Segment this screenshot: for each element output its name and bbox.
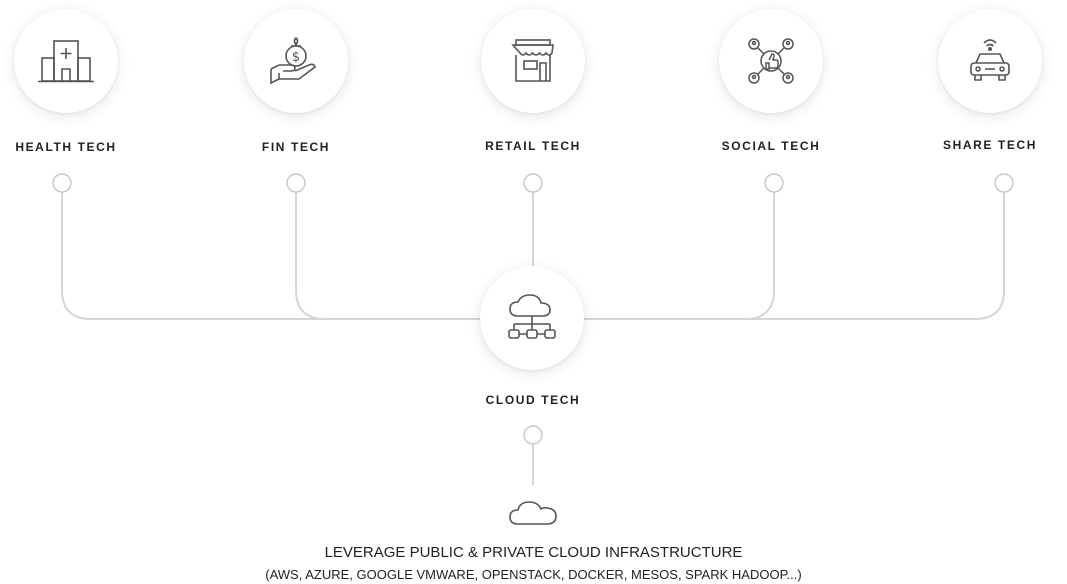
node-dot-fin (286, 173, 306, 193)
share-tech-circle (938, 9, 1042, 113)
cloud-tech-label: CLOUD TECH (485, 393, 581, 407)
node-dot-retail (523, 173, 543, 193)
retail-tech-circle (481, 9, 585, 113)
connector-share (582, 192, 1005, 320)
hospital-icon (38, 40, 94, 83)
node-dot-share (994, 173, 1014, 193)
social-tech-circle (719, 9, 823, 113)
infrastructure-list: (AWS, AZURE, GOOGLE VMWARE, OPENSTACK, D… (265, 567, 802, 582)
storefront-icon (511, 39, 554, 82)
node-dot-cloud (523, 425, 543, 445)
health-tech-label: HEALTH TECH (15, 140, 117, 154)
fin-tech-label: FIN TECH (261, 140, 331, 154)
cloud-tech-circle (480, 266, 584, 370)
connected-car-icon (970, 39, 1010, 81)
social-network-icon (748, 38, 794, 84)
node-dot-social (764, 173, 784, 193)
social-tech-label: SOCIAL TECH (721, 139, 821, 153)
health-tech-circle (14, 9, 118, 113)
fin-tech-circle: $ (244, 9, 348, 113)
node-dot-health (52, 173, 72, 193)
connector-fin (295, 192, 484, 320)
cloud-network-icon (508, 294, 556, 339)
connector-social (582, 192, 775, 320)
svg-text:$: $ (292, 50, 300, 65)
money-hand-icon: $ (270, 37, 316, 85)
retail-tech-label: RETAIL TECH (485, 139, 581, 153)
cloud-icon (509, 501, 557, 525)
share-tech-label: SHARE TECH (942, 138, 1037, 152)
infrastructure-title: LEVERAGE PUBLIC & PRIVATE CLOUD INFRASTR… (324, 544, 743, 561)
connector-health (61, 192, 484, 320)
